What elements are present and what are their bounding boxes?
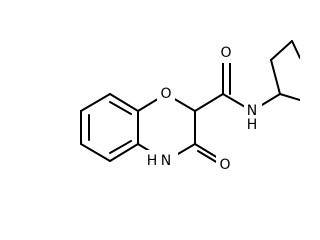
atom-label-amide-nitrogen: N xyxy=(247,103,257,119)
label-background-amide-oxygen xyxy=(217,43,236,63)
label-background-lactam-nitrogen xyxy=(140,150,178,170)
label-background-ring-oxygen xyxy=(157,84,175,104)
atom-label-ring-oxygen: O xyxy=(160,86,171,102)
carboxamide-group xyxy=(194,60,253,112)
chemical-structure-diagram: O O O N H H N xyxy=(80,40,300,175)
atom-label-lactam-oxygen: O xyxy=(219,157,230,173)
atom-label-amide-hydrogen: H xyxy=(247,117,258,133)
bond-cyclopentyl-2 xyxy=(270,40,293,61)
label-background-lactam-oxygen xyxy=(216,155,235,175)
bond-benzene-inner-3 xyxy=(109,101,132,115)
bond-benzene-3 xyxy=(109,143,139,162)
bond-ch-to-amide-carbon xyxy=(194,93,224,112)
benzene-ring xyxy=(80,93,139,162)
atom-label-amide-oxygen: O xyxy=(220,45,231,61)
bond-benzene-5 xyxy=(109,93,139,112)
atom-label-lactam-nitrogen: N xyxy=(161,153,171,169)
bond-benzene-6 xyxy=(80,93,111,112)
bond-benzene-inner-2 xyxy=(109,140,132,154)
bond-cyclopentyl-3 xyxy=(291,40,300,59)
atom-label-lactam-hydrogen: H xyxy=(147,153,158,169)
cyclopentyl-ring xyxy=(251,40,300,112)
bond-benzene-2 xyxy=(80,143,111,162)
bond-cyclopentyl-1 xyxy=(270,59,281,95)
bond-cyclopentyl-4 xyxy=(279,93,300,101)
label-background-amide-nitrogen xyxy=(244,101,262,132)
